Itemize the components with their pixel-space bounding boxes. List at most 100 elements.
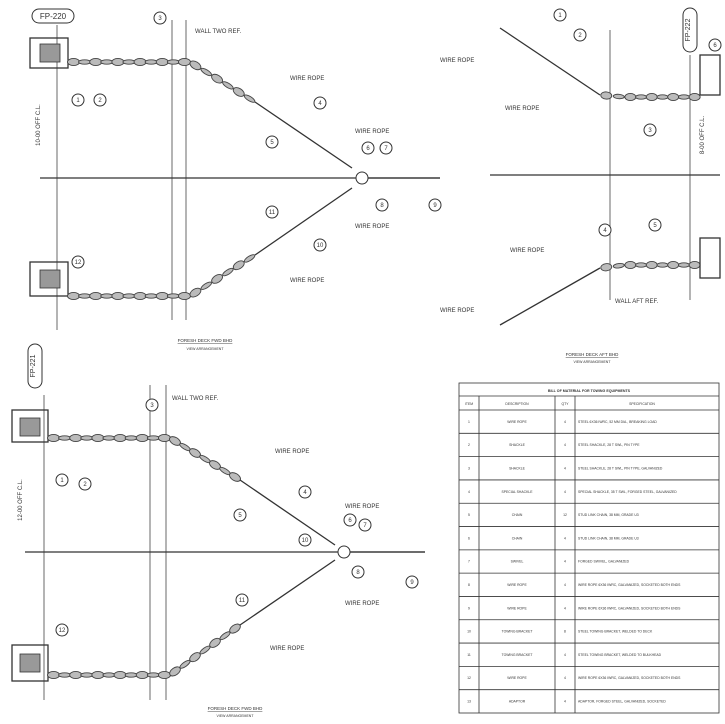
towing-bracket xyxy=(11,409,49,443)
chain-link xyxy=(133,291,147,301)
chain-link xyxy=(645,260,658,270)
bom-qty: 4 xyxy=(564,653,566,657)
view-caption: FORESH DECK FWD BHD xyxy=(178,338,234,343)
chain-link xyxy=(199,645,211,655)
bom-item: 10 xyxy=(467,630,471,634)
bom-qty: 4 xyxy=(564,560,566,564)
item-bubble-number: 9 xyxy=(433,203,437,209)
view-tag-frame xyxy=(27,343,43,389)
item-bubble xyxy=(405,575,419,589)
chain-link xyxy=(624,92,637,102)
item-bubble xyxy=(71,255,85,269)
bom-specification: FORGED SWIVEL, GALVANIZED xyxy=(578,560,630,564)
item-bubble-number: 6 xyxy=(348,518,352,524)
bom-description: TOWING BRACKET xyxy=(502,653,533,657)
view-aft-bhd: FP-222 8-00 OFF C.L. WALL AFT REF. WIRE … xyxy=(440,7,722,364)
chain-link xyxy=(656,94,669,100)
towing-bracket xyxy=(11,644,49,682)
bracket-plate xyxy=(39,43,61,63)
item-bubble xyxy=(265,205,279,219)
bom-specification: STUD LINK CHAIN, 38 MM, GRADE U3 xyxy=(578,536,639,540)
chain-link xyxy=(166,59,180,65)
item-bubble xyxy=(55,623,69,637)
chain-link xyxy=(80,435,94,441)
chain-link xyxy=(177,291,191,301)
item-bubble-number: 1 xyxy=(558,13,562,19)
bom-item: 6 xyxy=(468,536,470,540)
bom-description: SHACKLE xyxy=(509,443,526,447)
chain-link xyxy=(667,260,680,270)
bom-description: CHAIN xyxy=(512,536,523,540)
chain-link xyxy=(69,433,83,443)
bracket-plate xyxy=(19,653,41,673)
item-bubble xyxy=(428,198,442,212)
view-fwd-bhd-lower: FP-221 WALL TWO REF. 12-00 OFF C.L. WIRE… xyxy=(11,343,425,718)
bom-specification: WIRE ROPE 6X36 IWRC, GALVANIZED, SOCKETE… xyxy=(578,676,681,680)
item-bubble xyxy=(643,123,657,137)
chain-link xyxy=(133,57,147,67)
chain-upper xyxy=(47,433,241,482)
towing-bracket xyxy=(699,54,721,96)
chain-link xyxy=(688,260,701,270)
item-bubble xyxy=(298,533,312,547)
bom-item: 3 xyxy=(468,466,470,470)
bom-qty: 4 xyxy=(564,490,566,494)
chain-link xyxy=(211,274,223,284)
wall-label: WALL AFT REF. xyxy=(615,299,658,305)
item-bubble-number: 4 xyxy=(318,101,322,107)
chain-link xyxy=(100,59,114,65)
item-bubble-number: 1 xyxy=(76,98,80,104)
bom-description: SPECIAL SHACKLE xyxy=(502,490,534,494)
wire-rope xyxy=(254,187,353,256)
bom-description: CHAIN xyxy=(512,513,523,517)
bill-of-material-table: BILL OF MATERIAL FOR TOWING EQUIPMENTS I… xyxy=(458,382,720,714)
item-bubble-number: 3 xyxy=(150,403,154,409)
item-bubble xyxy=(648,218,662,232)
chain-link xyxy=(146,435,160,441)
item-bubble xyxy=(93,93,107,107)
view-subcaption: VIEW ARRANGEMENT xyxy=(217,714,255,718)
chain-link xyxy=(58,435,72,441)
chain-link xyxy=(677,94,690,100)
chain-link xyxy=(122,293,136,299)
bom-item: 5 xyxy=(468,513,470,517)
chain-lower xyxy=(47,623,241,680)
chain-link xyxy=(635,94,648,100)
chain-lower xyxy=(600,260,701,272)
view-tag: FP-222 xyxy=(685,18,692,41)
view-caption: FORESH DECK FWD BHD xyxy=(208,706,264,711)
bom-item: 9 xyxy=(468,606,470,610)
item-bubble-number: 2 xyxy=(578,33,582,39)
bom-header: SPECIFICATION xyxy=(629,402,655,406)
bom-description: WIRE ROPE xyxy=(507,606,527,610)
bom-item: 11 xyxy=(467,653,471,657)
chain-link xyxy=(78,59,92,65)
item-bubble-number: 3 xyxy=(158,16,162,22)
dim-label: 8-00 OFF C.L. xyxy=(700,115,706,154)
chain-link xyxy=(144,293,158,299)
chain-link xyxy=(600,263,613,272)
chain-link xyxy=(47,433,61,443)
chain-link xyxy=(612,93,625,100)
chain-link xyxy=(122,59,136,65)
chain-link xyxy=(78,293,92,299)
bom-item: 1 xyxy=(468,420,470,424)
item-bubble xyxy=(313,96,327,110)
chain-link xyxy=(243,254,256,263)
chain-link xyxy=(102,672,116,678)
chain-link xyxy=(113,433,127,443)
swivel xyxy=(337,545,351,559)
chain-link xyxy=(102,435,116,441)
bom-specification: STUD LINK CHAIN, 38 MM, GRADE U3 xyxy=(578,513,639,517)
bom-specification: STEEL 6X36 IWRC, 52 MM DIA., BREAKING LO… xyxy=(578,420,657,424)
chain-link xyxy=(612,263,625,269)
item-bubble-number: 1 xyxy=(60,478,64,484)
chain-link xyxy=(189,287,202,298)
rope-label: WIRE ROPE xyxy=(505,106,539,112)
bom-description: TOWING BRACKET xyxy=(502,630,533,634)
item-bubble xyxy=(358,518,372,532)
bom-qty: 4 xyxy=(564,583,566,587)
chain-link xyxy=(688,92,701,102)
chain-link xyxy=(243,94,256,103)
